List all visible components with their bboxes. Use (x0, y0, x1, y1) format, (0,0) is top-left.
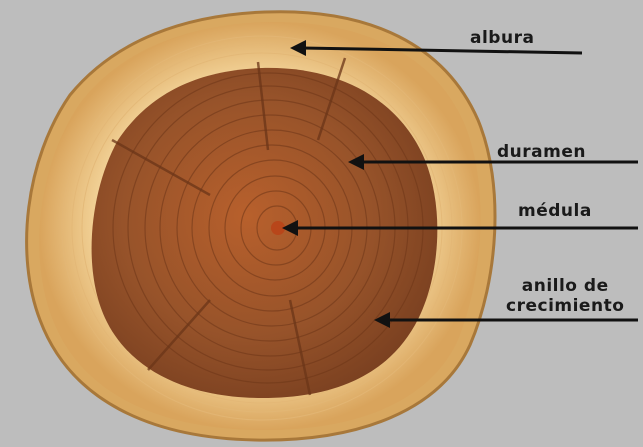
label-medula: médula (518, 201, 592, 221)
label-duramen: duramen (497, 142, 586, 162)
label-anillo-line2: crecimiento (506, 296, 624, 316)
label-albura: albura (470, 28, 534, 48)
label-anillo-de-crecimiento: anillo de crecimiento (506, 276, 624, 316)
label-anillo-line1: anillo de (506, 276, 624, 296)
